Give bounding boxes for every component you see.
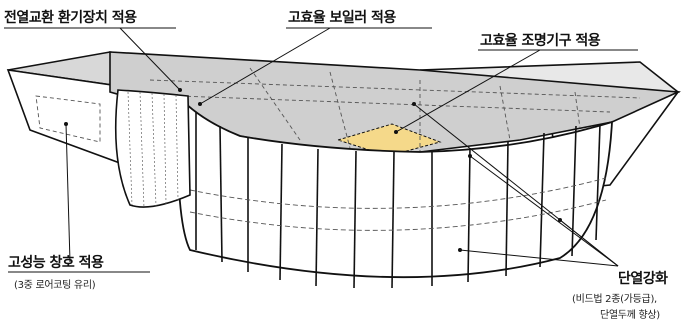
front-mullions (195, 112, 601, 289)
label-insulation-detail-2: 단열두께 향상) (600, 310, 660, 321)
left-rounded-tower (114, 89, 191, 208)
tower-grid (127, 91, 179, 209)
label-high-efficiency-lighting: 고효율 조명기구 적용 (480, 33, 601, 49)
left-window-outline (35, 95, 101, 143)
label-windows-detail: (3중 로어코팅 유리) (14, 280, 96, 291)
label-heat-recovery-ventilation: 전열교환 환기장치 적용 (4, 10, 137, 26)
label-high-efficiency-boiler: 고효율 보일러 적용 (288, 10, 396, 26)
label-high-performance-windows: 고성능 창호 적용 (8, 255, 104, 271)
leader-lines (4, 27, 638, 273)
label-insulation: 단열강화 (618, 271, 668, 287)
roof-grid (149, 67, 641, 152)
front-curved-wall (176, 93, 613, 279)
label-insulation-detail-1: (비드법 2종(가등급), (572, 294, 657, 305)
leader-dots (64, 88, 562, 252)
lighting-highlight (336, 123, 442, 157)
